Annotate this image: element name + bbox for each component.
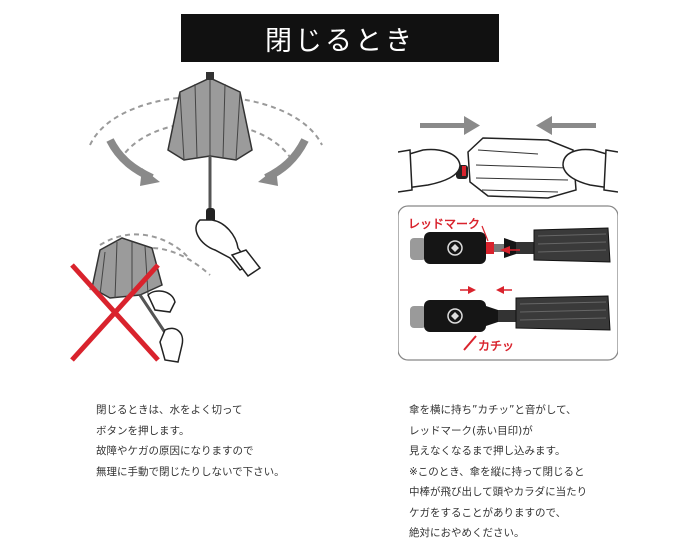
click-accent-icon	[463, 335, 477, 351]
right-caption-line: 傘を横に持ち”カチッ”と音がして、	[409, 404, 577, 416]
prohibited-x-icon	[70, 263, 160, 362]
right-caption: 傘を横に持ち”カチッ”と音がして、 レッドマーク(赤い目印)が 見えなくなるまで…	[409, 400, 587, 544]
right-caption-line: 絶対におやめください。	[409, 527, 525, 539]
left-caption: 閉じるときは、水をよく切って ボタンを押します。 故障やケガの原因になりますので…	[96, 400, 285, 482]
left-hand-icon	[398, 148, 461, 193]
two-hands-icon	[147, 290, 184, 363]
left-caption-line: 閉じるときは、水をよく切って	[96, 404, 243, 416]
right-caption-line: 中棒が飛び出して頭やカラダに当たり	[409, 486, 588, 498]
umbrella-canopy-icon	[167, 72, 253, 161]
page-title-text: 閉じるとき	[265, 25, 415, 57]
push-arrow-left-icon	[536, 116, 596, 135]
push-arrow-right-icon	[420, 116, 480, 135]
right-caption-line: レッドマーク(赤い目印)が	[409, 424, 533, 437]
right-caption-line: ケガをすることがありますので、	[409, 506, 567, 519]
left-caption-line: 故障やケガの原因になりますので	[96, 445, 254, 457]
detail-row-after	[410, 286, 611, 332]
arrow-right-head-icon	[258, 168, 278, 186]
red-mark-small-icon	[462, 166, 466, 176]
folded-umbrella-icon	[467, 137, 577, 199]
left-caption-line: ボタンを押します。	[96, 424, 190, 437]
left-caption-line: 無理に手動で閉じたりしないで下さい。	[96, 465, 285, 478]
detail-row-before	[410, 227, 611, 264]
motion-arc-small	[99, 233, 191, 261]
right-caption-line: ※このとき、傘を縦に持って閉じると	[409, 465, 585, 478]
motion-arc-outer	[89, 95, 323, 146]
left-illustration	[70, 72, 323, 363]
page-title: 閉じるとき	[181, 14, 499, 62]
arrow-left-head-icon	[140, 168, 160, 186]
hand-icon	[195, 219, 262, 278]
red-mark-label: レッドマーク	[408, 217, 480, 231]
click-label: カチッ	[478, 339, 514, 353]
motion-arc-inner	[119, 121, 293, 161]
right-caption-line: 見えなくなるまで押し込みます。	[409, 445, 566, 457]
right-illustration: レッドマーク カチッ	[398, 116, 618, 361]
right-hand-icon	[562, 148, 618, 193]
